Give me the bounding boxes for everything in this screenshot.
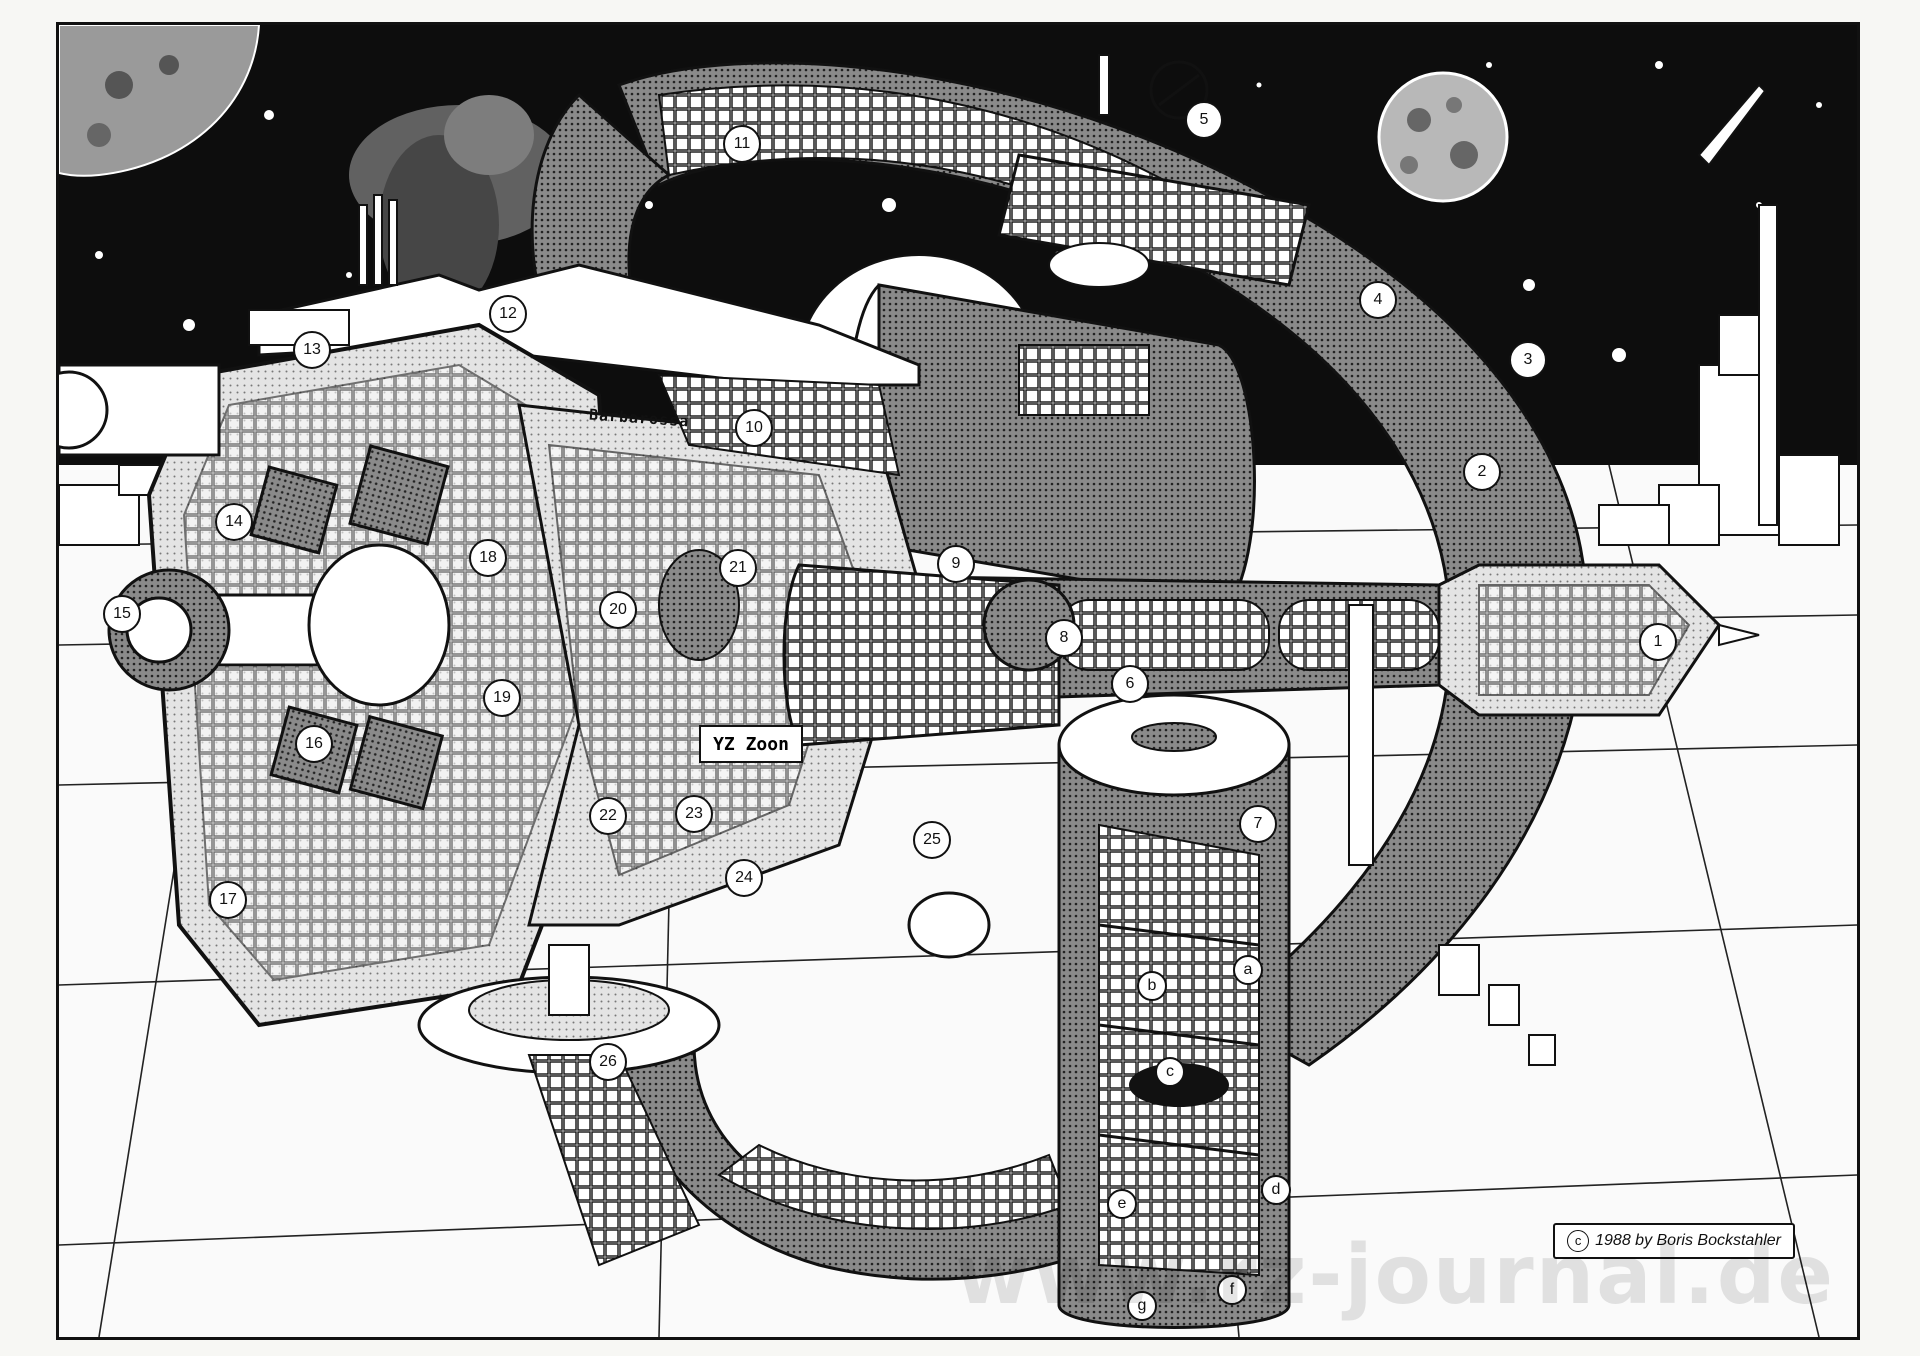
copyright-credit: c 1988 by Boris Bockstahler [1553, 1223, 1795, 1259]
left-pod [59, 363, 221, 457]
illustration-frame: 1 2 3 4 5 6 7 8 9 10 11 12 13 14 15 16 1… [56, 22, 1860, 1340]
callout-6: 6 [1111, 665, 1149, 703]
callout-g: g [1127, 1291, 1157, 1321]
callout-17: 17 [209, 881, 247, 919]
lower-saucer [417, 944, 721, 1267]
callout-26: 26 [589, 1043, 627, 1081]
callout-1: 1 [1639, 623, 1677, 661]
callout-7: 7 [1239, 805, 1277, 843]
callout-13: 13 [293, 331, 331, 369]
main-hull-octagon [107, 322, 622, 1028]
spaceship-cutaway-illustration [59, 25, 1857, 1337]
callout-10: 10 [735, 409, 773, 447]
planet-right [1377, 71, 1509, 203]
upper-boom [997, 54, 1311, 288]
callout-3: 3 [1509, 341, 1547, 379]
callout-a: a [1233, 955, 1263, 985]
callout-20: 20 [599, 591, 637, 629]
callout-f: f [1217, 1275, 1247, 1305]
callout-18: 18 [469, 539, 507, 577]
callout-12: 12 [489, 295, 527, 333]
callout-21: 21 [719, 549, 757, 587]
ship-sign: YZ Zoon [699, 725, 803, 763]
callout-23: 23 [675, 795, 713, 833]
aft-cylinder [847, 283, 1256, 607]
callout-e: e [1107, 1189, 1137, 1219]
callout-5: 5 [1185, 101, 1223, 139]
mid-body [517, 373, 991, 959]
callout-24: 24 [725, 859, 763, 897]
callout-2: 2 [1463, 453, 1501, 491]
copyright-symbol-icon: c [1567, 1230, 1590, 1252]
distant-towers [1598, 83, 1840, 546]
site-watermark: www.rz-journal.de [955, 1228, 1835, 1323]
vertical-cylinder [1057, 693, 1291, 1329]
callout-19: 19 [483, 679, 521, 717]
callout-4: 4 [1359, 281, 1397, 319]
forward-spine [782, 563, 1760, 866]
callout-14: 14 [215, 503, 253, 541]
callout-9: 9 [937, 545, 975, 583]
callout-15: 15 [103, 595, 141, 633]
callout-11: 11 [723, 125, 761, 163]
callout-8: 8 [1045, 619, 1083, 657]
nebula [349, 95, 569, 315]
callout-d: d [1261, 1175, 1291, 1205]
callout-25: 25 [913, 821, 951, 859]
credit-text: 1988 by Boris Bockstahler [1595, 1232, 1781, 1249]
ground-droids [1438, 944, 1556, 1066]
callout-b: b [1137, 971, 1167, 1001]
callout-16: 16 [295, 725, 333, 763]
planet-left [59, 25, 261, 177]
callout-c: c [1155, 1057, 1185, 1087]
callout-22: 22 [589, 797, 627, 835]
